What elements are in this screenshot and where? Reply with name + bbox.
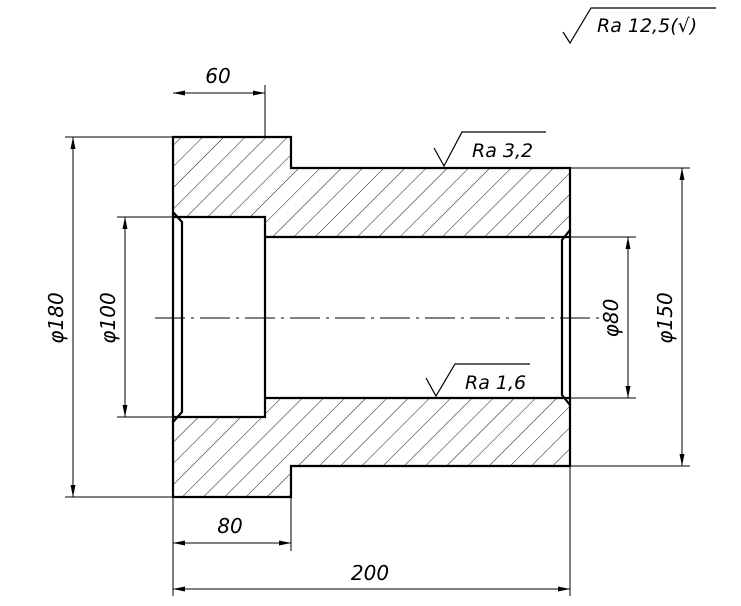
roughness-inner-label: Ra 1,6 — [465, 372, 526, 394]
general-roughness-label: Ra 12,5(√) — [597, 15, 697, 37]
roughness-symbol-outer — [433, 131, 546, 168]
dim-body-diameter: φ150 — [653, 292, 677, 343]
lower-section-hatch — [173, 398, 570, 497]
upper-section-hatch — [173, 137, 570, 237]
dim-inner-diameter: φ80 — [599, 299, 623, 338]
dimension-lines — [70, 90, 685, 592]
general-roughness-symbol — [562, 7, 716, 45]
dim-flange-diameter: φ180 — [44, 292, 68, 343]
roughness-outer-label: Ra 3,2 — [472, 140, 533, 162]
roughness-symbol-inner — [425, 363, 530, 398]
dim-flange-width: 60 — [205, 64, 230, 88]
dim-total-length: 200 — [351, 561, 389, 585]
dim-bore-diameter: φ100 — [96, 292, 120, 343]
extension-lines — [65, 85, 690, 596]
dim-bore-depth: 80 — [217, 514, 242, 538]
